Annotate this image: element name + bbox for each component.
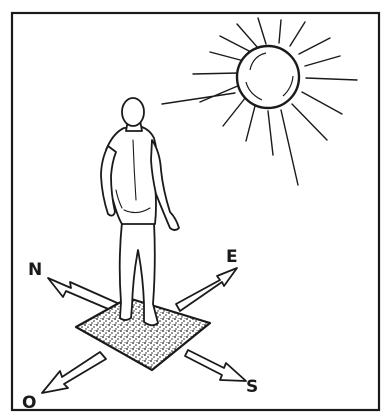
compass-label-north: N: [28, 260, 42, 280]
standing-figure: [101, 98, 179, 325]
arrow-east: [176, 268, 237, 311]
arrow-west: [42, 352, 106, 393]
figure-head: [122, 98, 144, 126]
frame-border: [12, 13, 379, 410]
compass-label-west: O: [22, 393, 36, 413]
compass-label-south: S: [246, 377, 258, 397]
sun-icon: [162, 18, 357, 185]
compass-label-east: E: [226, 247, 238, 267]
arrow-south: [185, 350, 246, 381]
sun-disc: [237, 46, 299, 108]
